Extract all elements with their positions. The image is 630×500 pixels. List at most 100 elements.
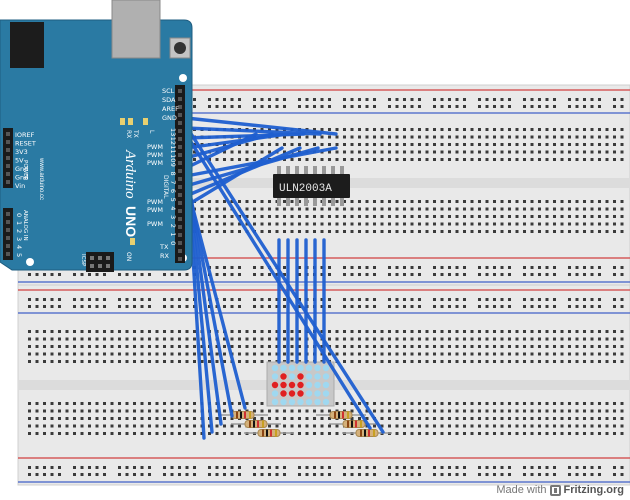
led-dot [314,364,321,372]
breadboard-hole [320,135,324,139]
breadboard-hole [170,432,174,435]
breadboard-hole [523,337,526,341]
breadboard-hole [343,230,346,233]
breadboard-hole [335,215,339,218]
breadboard-hole [373,222,376,226]
breadboard-hole [215,222,219,226]
breadboard-hole [455,135,459,139]
breadboard-hole [238,150,241,154]
breadboard-hole [418,330,421,333]
breadboard-hole [523,305,526,308]
breadboard-hole [350,150,354,154]
breadboard-hole [463,337,466,341]
breadboard-hole [133,298,136,301]
led-dot [271,381,279,389]
breadboard-hole [583,207,586,211]
breadboard-hole [365,215,369,218]
breadboard-hole [118,305,121,308]
breadboard-hole [320,98,324,101]
breadboard-hole [530,222,534,226]
breadboard-hole [620,135,624,139]
breadboard-hole [485,360,489,363]
resistor-band [249,411,251,419]
breadboard-hole [358,345,361,348]
breadboard-hole [140,337,144,341]
breadboard-hole [485,417,489,420]
breadboard-hole [178,473,181,476]
breadboard-hole [335,158,339,161]
breadboard-hole [373,337,376,341]
breadboard-hole [365,150,369,154]
breadboard-hole [508,266,511,269]
analog-pin-number: 0 [15,213,23,217]
breadboard-hole [598,128,601,131]
breadboard-hole [358,337,361,341]
breadboard-hole [238,230,241,233]
breadboard-hole [230,150,234,154]
breadboard-hole [440,330,444,333]
breadboard-hole [298,200,301,203]
breadboard-hole [515,200,519,203]
breadboard-hole [500,424,504,428]
breadboard-hole [410,215,414,218]
breadboard-hole [403,222,406,226]
breadboard-hole [253,352,256,356]
breadboard-hole [50,352,54,356]
breadboard-hole [35,337,39,341]
breadboard-hole [268,330,271,333]
breadboard-hole [125,273,129,276]
breadboard-hole [598,337,601,341]
breadboard-hole [343,200,346,203]
breadboard-hole [208,98,211,101]
breadboard-hole [208,432,211,435]
breadboard-hole [620,409,624,413]
breadboard-hole [275,143,279,146]
breadboard-hole [58,466,61,469]
breadboard-hole [268,345,271,348]
breadboard-hole [320,273,324,276]
breadboard-hole [365,222,369,226]
breadboard-hole [538,230,541,233]
breadboard-hole [343,135,346,139]
breadboard-hole [575,128,579,131]
breadboard-hole [433,402,436,405]
breadboard-hole [493,330,496,333]
breadboard-hole [298,305,301,308]
header-pin [6,212,10,216]
breadboard-hole [530,417,534,420]
breadboard-hole [73,424,76,428]
breadboard-hole [95,466,99,469]
breadboard-hole [568,360,571,363]
breadboard-hole [388,128,391,131]
breadboard-hole [485,345,489,348]
breadboard-hole [493,200,496,203]
breadboard-hole [253,98,256,101]
breadboard-hole [583,143,586,146]
breadboard-hole [185,409,189,413]
breadboard-hole [380,352,384,356]
breadboard-hole [440,409,444,413]
breadboard-hole [155,417,159,420]
chip-pin [331,198,335,206]
breadboard-hole [80,409,84,413]
breadboard-hole [73,360,76,363]
breadboard-hole [538,98,541,101]
breadboard-hole [440,105,444,108]
breadboard-hole [275,230,279,233]
breadboard-hole [260,345,264,348]
breadboard-hole [88,473,91,476]
breadboard-hole [365,417,369,420]
breadboard-hole [523,345,526,348]
chip-pin [322,166,326,174]
breadboard-hole [613,143,616,146]
breadboard-hole [560,402,564,405]
breadboard-hole [373,305,376,308]
breadboard-hole [613,207,616,211]
breadboard-hole [478,215,481,218]
breadboard-hole [433,200,436,203]
breadboard-hole [433,98,436,101]
breadboard-hole [215,360,219,363]
breadboard-hole [358,305,361,308]
breadboard-hole [515,215,519,218]
breadboard-hole [470,128,474,131]
